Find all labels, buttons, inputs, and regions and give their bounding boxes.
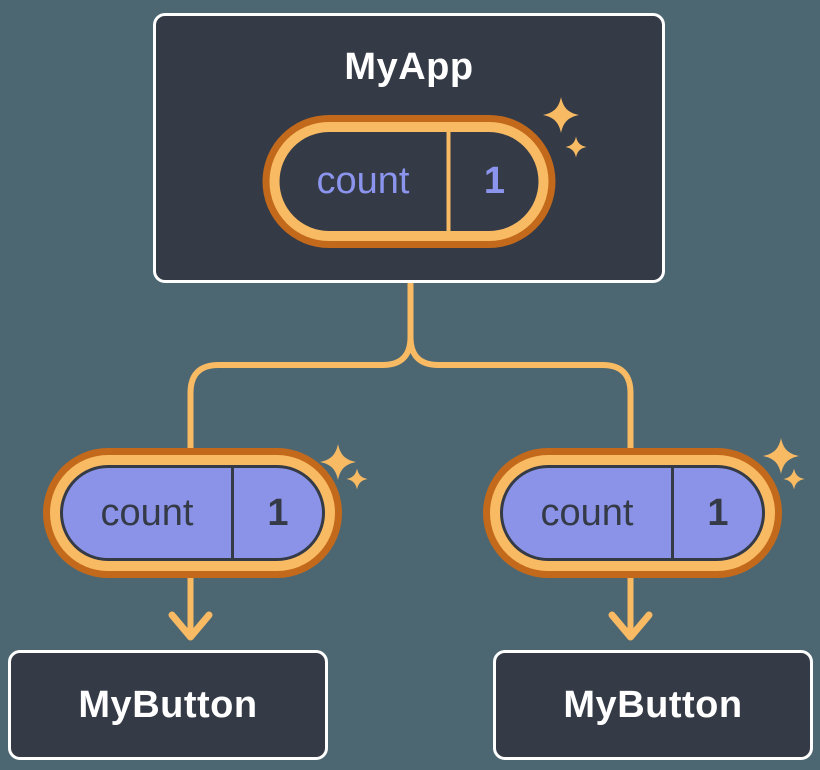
component-title: MyApp	[344, 46, 474, 88]
state-pill-body: count 1	[279, 132, 539, 231]
component-node-mybutton: MyButton	[8, 650, 328, 760]
state-pill: count 1	[262, 115, 556, 248]
prop-label: count	[100, 491, 194, 534]
arrow-down-icon	[168, 611, 213, 641]
component-title: MyButton	[563, 683, 743, 726]
pill-divider	[671, 468, 674, 558]
prop-value: 1	[267, 491, 289, 534]
connector-branch-right	[407, 334, 634, 469]
sparkle-icon	[543, 97, 587, 158]
prop-pill-ring: count 1	[490, 455, 775, 571]
sparkle-icon	[763, 438, 805, 490]
arrow-down-icon	[608, 611, 653, 641]
pill-divider	[231, 468, 234, 558]
prop-pill-body: count 1	[60, 465, 325, 561]
component-node-mybutton: MyButton	[493, 650, 813, 760]
state-pill-ring: count 1	[269, 122, 549, 241]
component-title: MyButton	[78, 683, 258, 726]
state-value: 1	[483, 160, 506, 202]
state-label: count	[316, 160, 410, 202]
pill-divider	[446, 132, 451, 231]
sparkle-icon	[320, 444, 368, 490]
prop-pill: count 1	[483, 448, 782, 578]
prop-label: count	[540, 491, 634, 534]
prop-pill-body: count 1	[500, 465, 765, 561]
prop-pill-ring: count 1	[50, 455, 335, 571]
prop-value: 1	[707, 491, 729, 534]
prop-pill: count 1	[43, 448, 342, 578]
